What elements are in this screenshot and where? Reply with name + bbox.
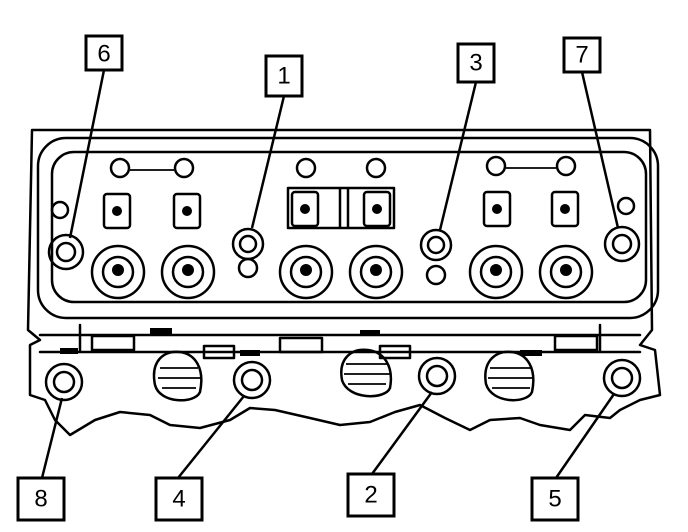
callout-4: 4 [154, 476, 204, 522]
accent [520, 350, 542, 356]
accent [150, 328, 172, 334]
callouts: 6 1 3 7 8 4 2 5 [16, 34, 602, 522]
port-pad [202, 344, 236, 360]
rocker-pedestals [102, 186, 580, 230]
callout-5-label: 5 [548, 486, 561, 513]
bolt-holes-upper [47, 225, 641, 271]
callout-3: 3 [456, 42, 496, 84]
callout-6-label: 6 [97, 41, 110, 68]
callout-8: 8 [16, 476, 66, 522]
accent [240, 350, 260, 356]
port-pad [90, 334, 136, 352]
callout-3-label: 3 [469, 50, 482, 77]
callout-5: 5 [530, 476, 580, 522]
leader-lines [40, 69, 620, 479]
passage-holes [50, 155, 636, 286]
deck-surface [36, 136, 660, 320]
leader-3 [438, 81, 478, 231]
leader-1 [250, 95, 286, 229]
leader-7 [580, 71, 620, 229]
combustion-face [50, 150, 648, 304]
cylinder-head [26, 128, 662, 437]
port-pad [278, 336, 324, 354]
callout-7: 7 [562, 36, 602, 74]
callout-4-label: 4 [172, 486, 185, 513]
spark-plug-bosses [152, 348, 535, 402]
callout-1-label: 1 [277, 63, 290, 90]
leader-4 [177, 395, 245, 479]
port-pad [378, 344, 412, 360]
accent [60, 348, 78, 354]
callout-6: 6 [84, 34, 124, 72]
lower-rail [38, 323, 642, 354]
callout-8-label: 8 [34, 486, 47, 513]
leader-5 [554, 393, 616, 479]
port-pad [553, 334, 599, 352]
callout-1: 1 [264, 54, 304, 98]
bolt-holes-lower [44, 356, 642, 402]
callout-2-label: 2 [364, 482, 377, 509]
leader-6 [68, 69, 106, 239]
leader-8 [40, 397, 64, 479]
valve-seats [90, 244, 594, 300]
leader-2 [370, 391, 434, 475]
accent [360, 330, 380, 336]
head-outline [26, 128, 662, 437]
callout-2: 2 [346, 472, 396, 518]
callout-7-label: 7 [575, 42, 588, 69]
